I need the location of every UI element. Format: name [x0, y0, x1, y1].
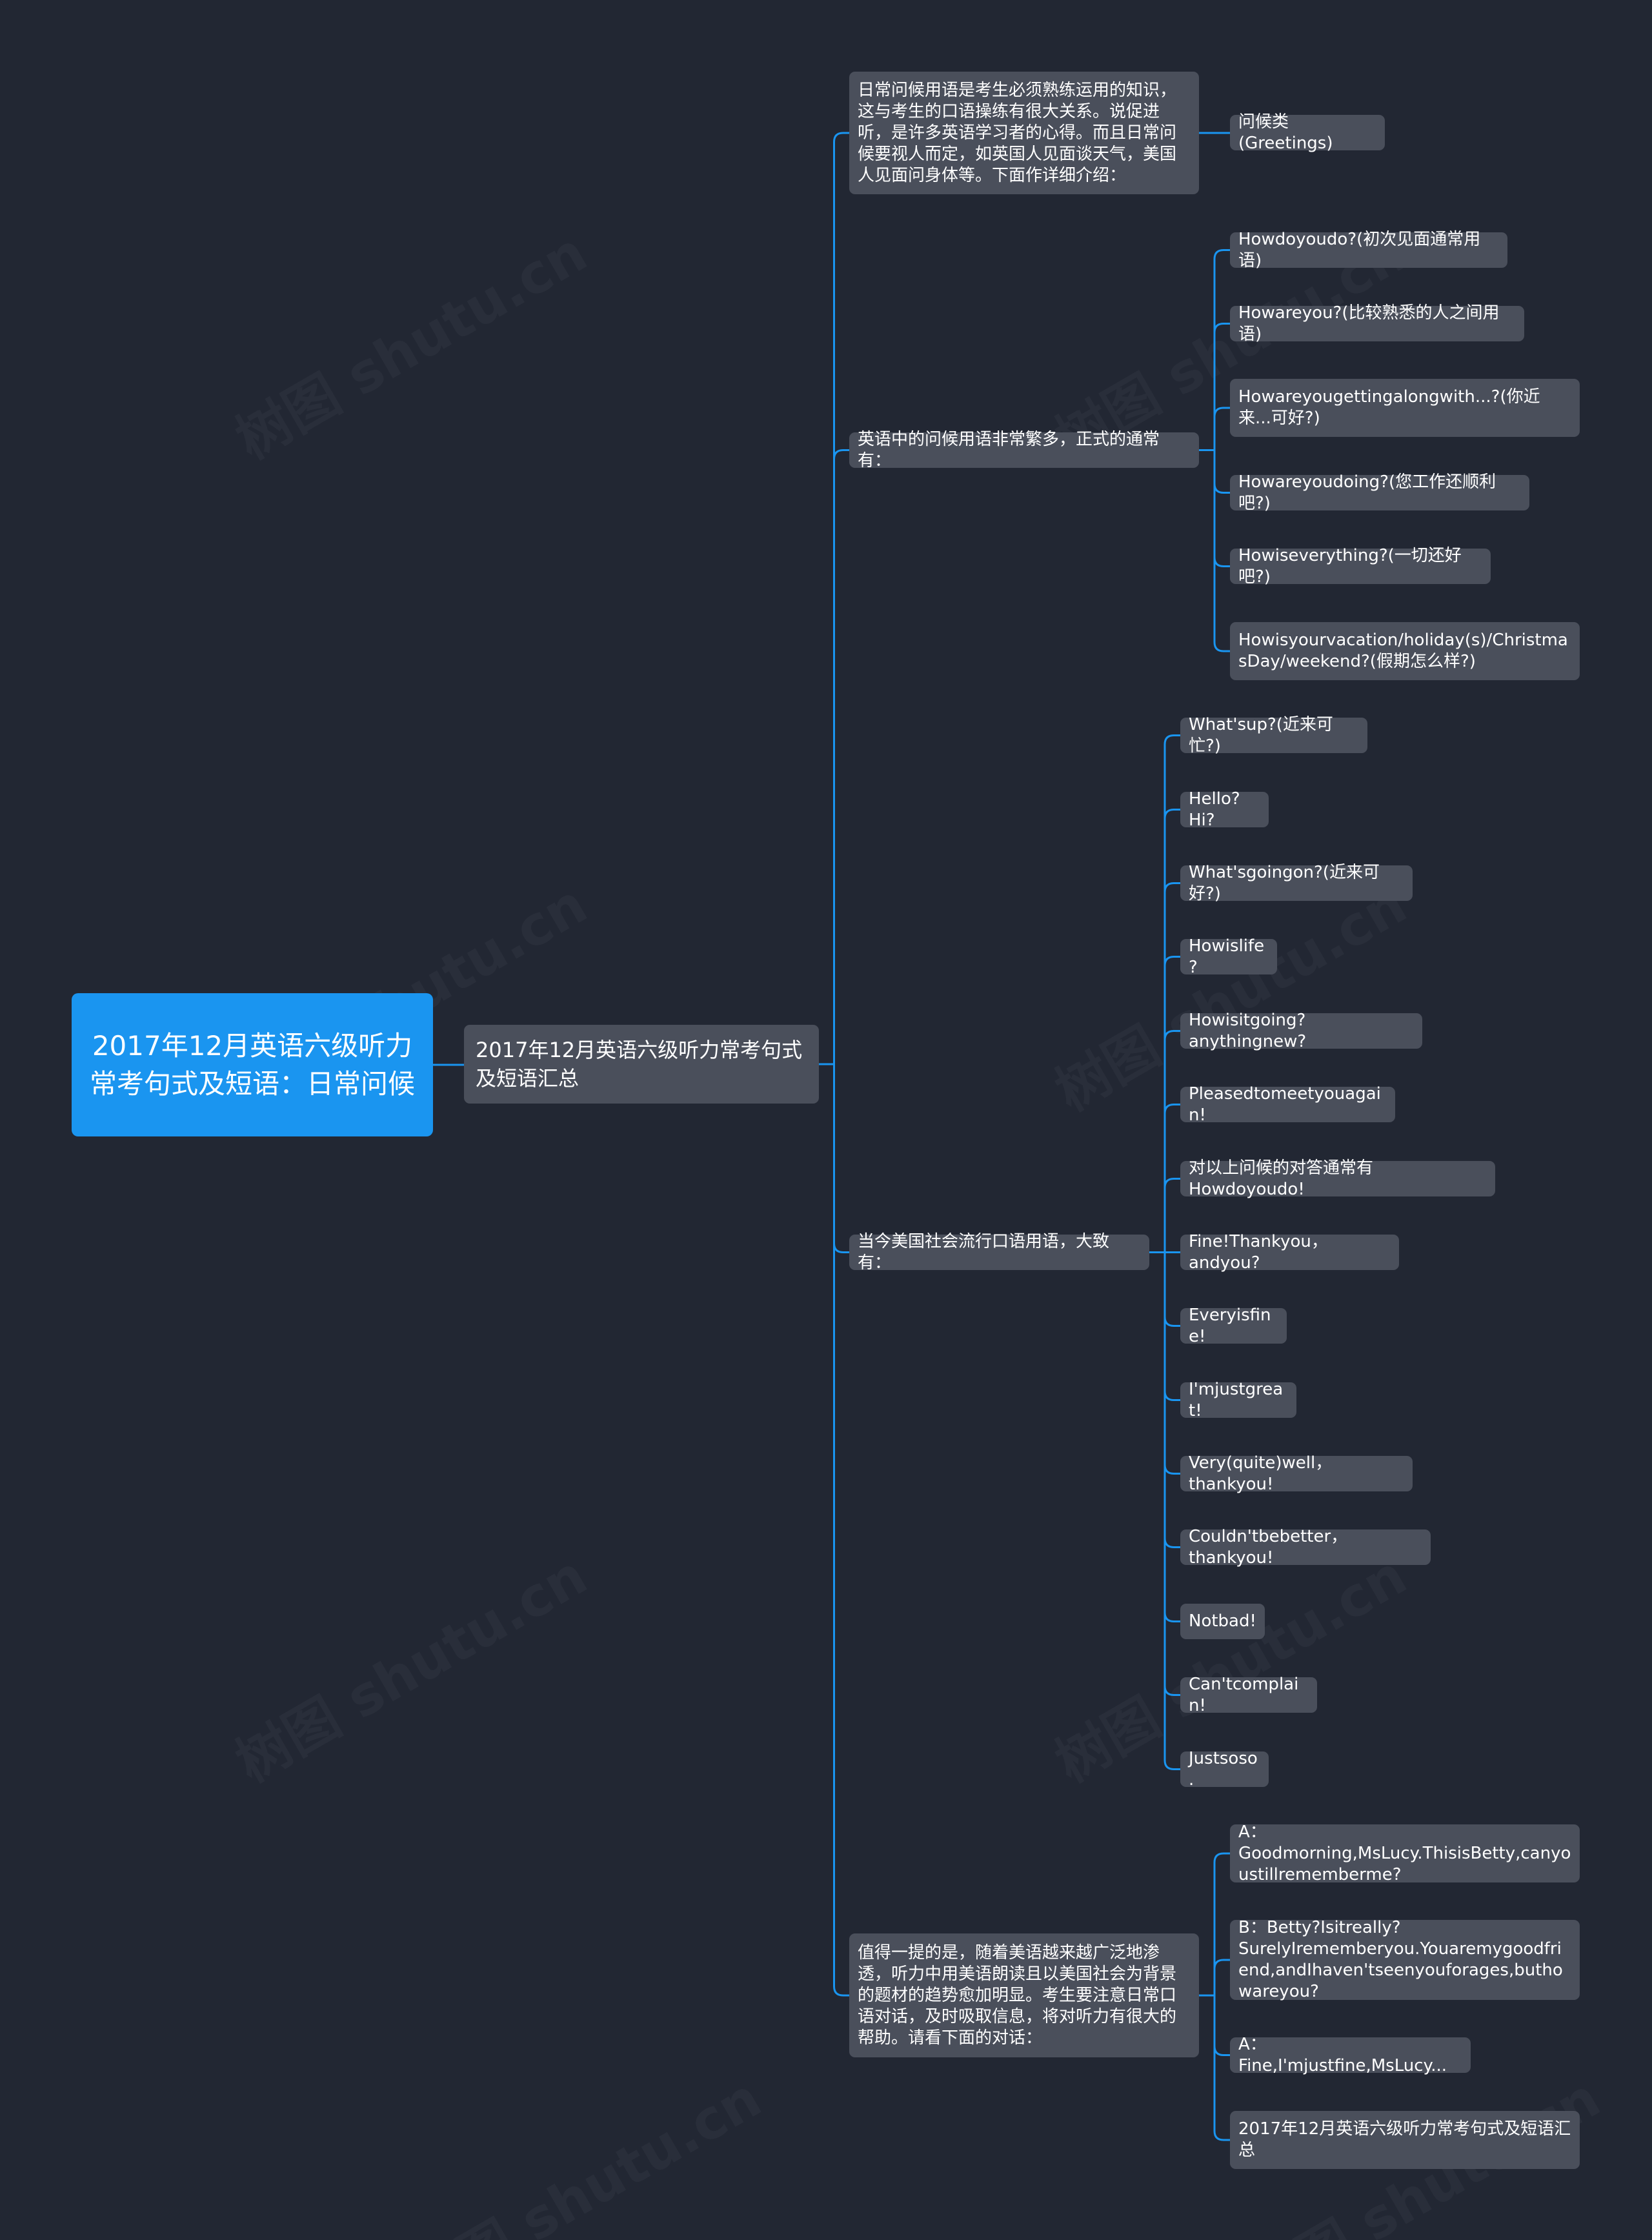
connector-line — [1213, 407, 1230, 450]
connector-line — [833, 1064, 849, 1997]
connector-line — [1213, 450, 1230, 567]
branch-intro[interactable]: 日常问候用语是考生必须熟练运用的知识，这与考生的口语操练有很大关系。说促进听，是… — [849, 72, 1199, 194]
leaf-formal-5[interactable]: Howiseverything?(一切还好吧?) — [1230, 546, 1491, 587]
leaf-american-9[interactable]: Everyisfine! — [1180, 1306, 1287, 1346]
leaf-american-5[interactable]: Howisitgoing?anythingnew? — [1180, 1011, 1422, 1051]
connector-line — [1163, 1252, 1180, 1475]
leaf-american-13[interactable]: Notbad! — [1180, 1604, 1265, 1639]
connector-line — [1163, 1252, 1180, 1770]
leaf-american-4[interactable]: Howislife? — [1180, 936, 1277, 977]
connector-line — [833, 132, 849, 1064]
root-topic[interactable]: 2017年12月英语六级听力常考句式及短语：日常问候 — [72, 993, 433, 1136]
connector-line — [1163, 956, 1180, 1253]
leaf-american-7[interactable]: 对以上问候的对答通常有Howdoyoudo! — [1180, 1158, 1495, 1199]
branch-formal-greetings[interactable]: 英语中的问候用语非常繁多，正式的通常有： — [849, 430, 1199, 470]
leaf-formal-6[interactable]: Howisyourvacation/holiday(s)/ChristmasDa… — [1230, 622, 1580, 680]
leaf-dialogue-3[interactable]: A：Fine,I'mjustfine,MsLucy... — [1230, 2035, 1471, 2075]
connector-line — [1213, 450, 1230, 494]
leaf-american-1[interactable]: What'sup?(近来可忙?) — [1180, 715, 1367, 756]
connector-line — [1213, 450, 1230, 652]
connector-line — [1163, 809, 1180, 1253]
leaf-formal-4[interactable]: Howareyoudoing?(您工作还顺利吧?) — [1230, 472, 1529, 513]
leaf-greetings[interactable]: 问候类(Greetings) — [1230, 112, 1385, 153]
root-topic-label: 2017年12月英语六级听力常考句式及短语：日常问候 — [89, 1030, 415, 1100]
connector-line — [1163, 882, 1180, 1253]
connector-line — [1163, 1252, 1180, 1327]
connector-line — [1213, 1995, 1230, 2141]
connector-line — [1213, 1995, 1230, 2056]
leaf-american-12[interactable]: Couldn'tbebetter，thankyou! — [1180, 1527, 1431, 1568]
connector-line — [833, 449, 849, 1064]
leaf-formal-3[interactable]: Howareyougettingalongwith...?(你近来...可好?) — [1230, 379, 1580, 437]
leaf-dialogue-1[interactable]: A：Goodmorning,MsLucy.ThisisBetty,canyous… — [1230, 1822, 1580, 1884]
center-topic[interactable]: 2017年12月英语六级听力常考句式及短语汇总 — [464, 1025, 819, 1104]
connector-line — [1163, 1178, 1180, 1253]
leaf-american-6[interactable]: Pleasedtomeetyouagain! — [1180, 1084, 1395, 1125]
connector-line — [1163, 1104, 1180, 1253]
leaf-dialogue-4[interactable]: 2017年12月英语六级听力常考句式及短语汇总 — [1230, 2111, 1580, 2169]
leaf-american-15[interactable]: Justsoso. — [1180, 1749, 1269, 1790]
leaf-american-14[interactable]: Can'tcomplain! — [1180, 1675, 1317, 1715]
connector-line — [833, 1064, 849, 1253]
leaf-american-11[interactable]: Very(quite)well，thankyou! — [1180, 1453, 1413, 1494]
leaf-formal-1[interactable]: Howdoyoudo?(初次见面通常用语) — [1230, 230, 1507, 270]
branch-dialogue-intro[interactable]: 值得一提的是，随着美语越来越广泛地渗透，听力中用美语朗读且以美国社会为背景的题材… — [849, 1933, 1199, 2057]
branch-american-greetings[interactable]: 当今美国社会流行口语用语，大致有： — [849, 1232, 1149, 1273]
connector-line — [1163, 734, 1180, 1253]
leaf-american-2[interactable]: Hello?Hi? — [1180, 789, 1269, 830]
connector-line — [1163, 1252, 1180, 1622]
connector-line — [1163, 1030, 1180, 1253]
leaf-american-10[interactable]: I'mjustgreat! — [1180, 1380, 1296, 1420]
leaf-dialogue-2[interactable]: B：Betty?Isitreally?SurelyIrememberyou.Yo… — [1230, 1918, 1580, 2001]
leaf-american-3[interactable]: What'sgoingon?(近来可好?) — [1180, 863, 1413, 903]
leaf-american-8[interactable]: Fine!Thankyou，andyou? — [1180, 1232, 1399, 1273]
connector-line — [1213, 249, 1230, 450]
leaf-formal-2[interactable]: Howareyou?(比较熟悉的人之间用语) — [1230, 303, 1524, 344]
center-topic-label: 2017年12月英语六级听力常考句式及短语汇总 — [476, 1038, 803, 1091]
connector-line — [1213, 1959, 1230, 1995]
connector-line — [1213, 323, 1230, 450]
connector-line — [1213, 1852, 1230, 1995]
